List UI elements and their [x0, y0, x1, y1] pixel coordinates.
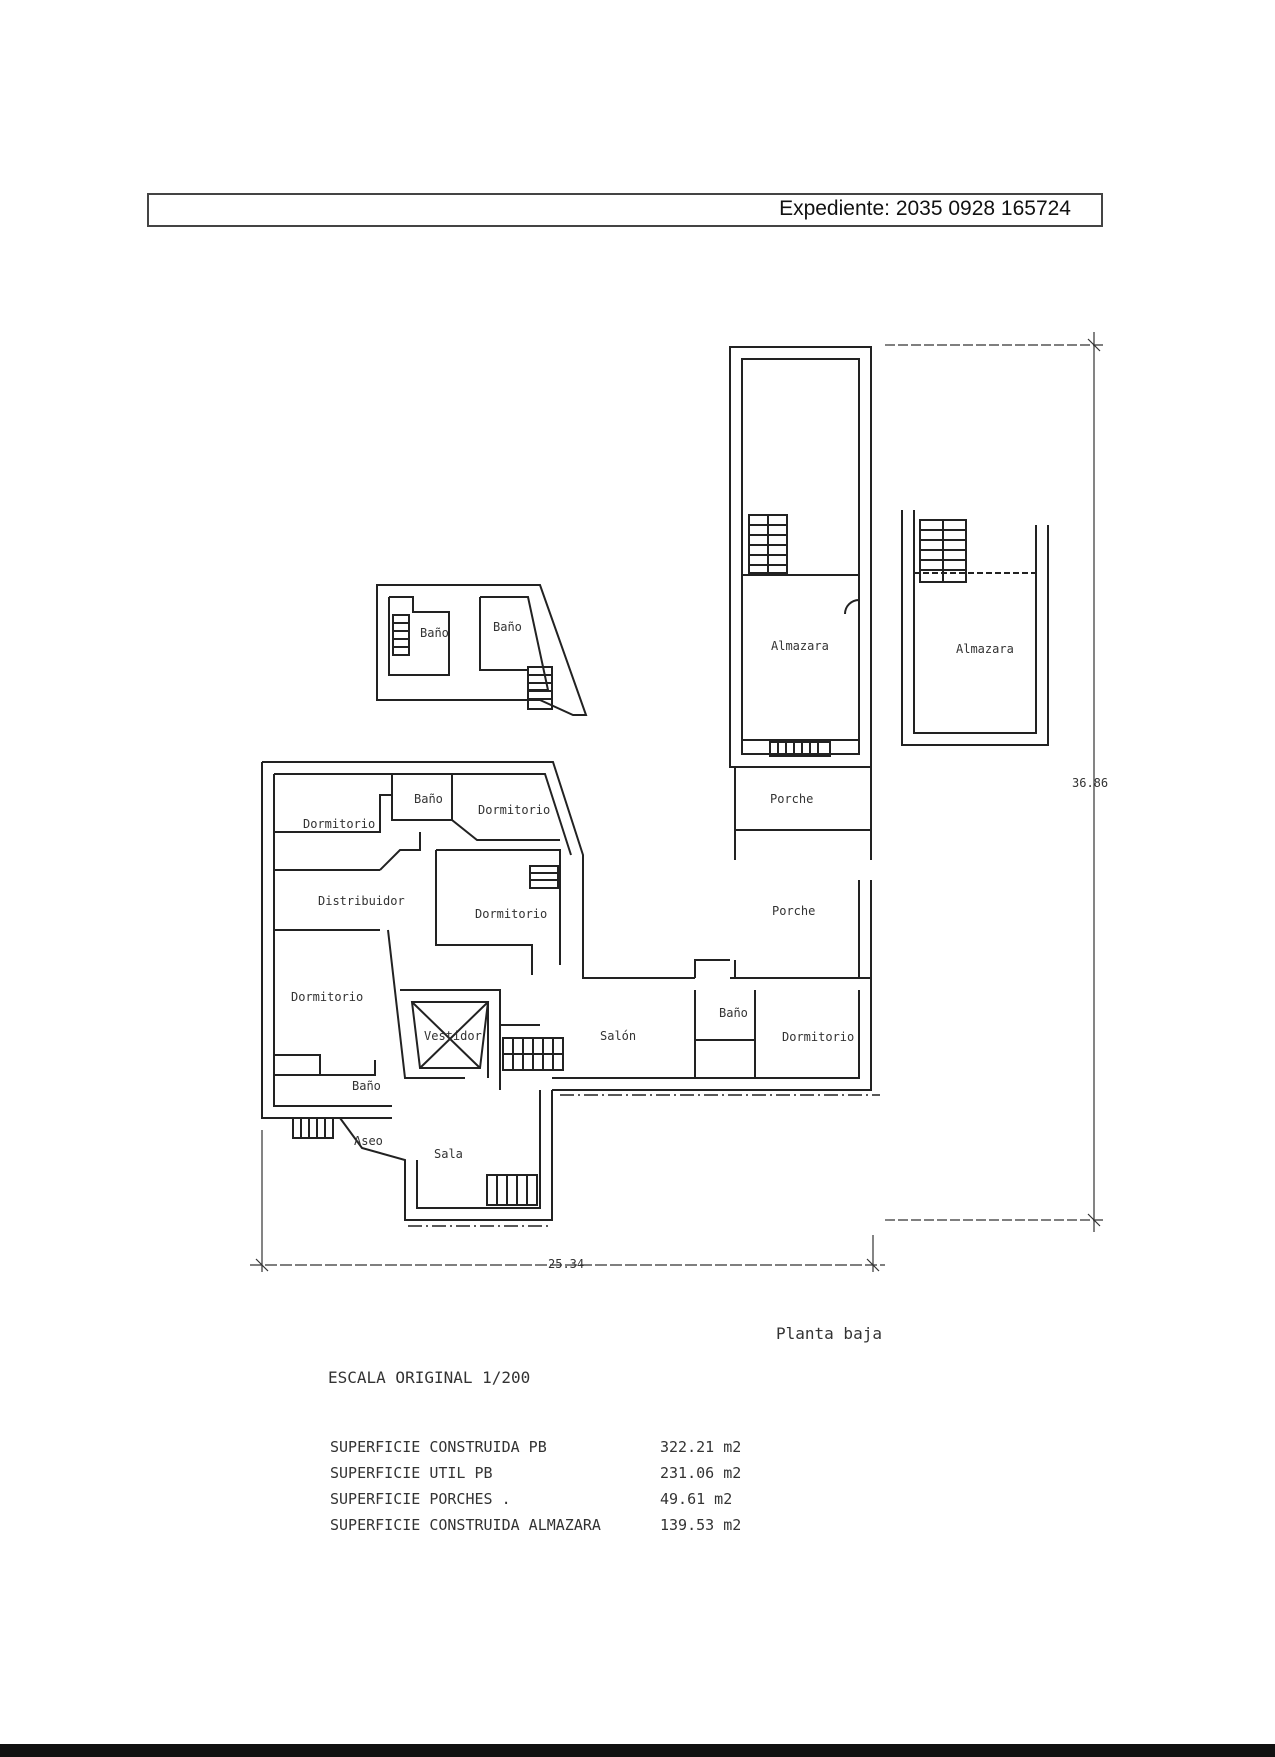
- area-label: SUPERFICIE CONSTRUIDA ALMAZARA: [330, 1516, 601, 1534]
- area-value: 231.06 m2: [660, 1464, 742, 1482]
- annex-banos: [376, 584, 588, 716]
- room-label-dormitorio-c: Dormitorio: [475, 907, 547, 921]
- room-label-dormitorio-e: Dormitorio: [782, 1030, 854, 1044]
- area-label: SUPERFICIE PORCHES .: [330, 1490, 511, 1508]
- stairs-north: [529, 865, 559, 889]
- stairs-almazara-2: [919, 519, 967, 583]
- room-label-aseo: Aseo: [354, 1134, 383, 1148]
- room-label-bano-annex-1: Baño: [420, 626, 449, 640]
- area-row: SUPERFICIE CONSTRUIDA PB 322.21 m2: [330, 1438, 741, 1456]
- stairs-annex-2: [527, 666, 553, 710]
- expediente-number: Expediente: 2035 0928 165724: [779, 197, 1071, 220]
- area-row: SUPERFICIE CONSTRUIDA ALMAZARA 139.53 m2: [330, 1516, 741, 1534]
- original-scale: ESCALA ORIGINAL 1/200: [328, 1368, 531, 1387]
- room-label-bano-n: Baño: [414, 792, 443, 806]
- stairs-main: [502, 1037, 564, 1071]
- expediente-box: Expediente: 2035 0928 165724: [147, 193, 1103, 227]
- stairs-southwest: [292, 1117, 334, 1139]
- room-label-bano-sw: Baño: [352, 1079, 381, 1093]
- room-label-almazara-1: Almazara: [771, 639, 829, 653]
- almazara-building-1: [729, 346, 872, 768]
- room-label-sala: Sala: [434, 1147, 463, 1161]
- stairs-almazara-porch: [769, 741, 831, 757]
- room-label-porche-1: Porche: [770, 792, 813, 806]
- area-value: 139.53 m2: [660, 1516, 742, 1534]
- dimension-height-label: 36.86: [1072, 776, 1108, 790]
- area-value: 49.61 m2: [660, 1490, 733, 1508]
- stairs-sala: [486, 1174, 538, 1206]
- door-almazara-1: [844, 599, 860, 615]
- room-label-porche-2: Porche: [772, 904, 815, 918]
- room-label-bano-e: Baño: [719, 1006, 748, 1020]
- dimension-lines: [250, 332, 1105, 1272]
- room-label-distribuidor: Distribuidor: [318, 894, 405, 908]
- porche-1-outline: [734, 767, 872, 860]
- vestidor-box: [410, 1001, 490, 1069]
- almazara-building-2: [901, 510, 1049, 746]
- room-label-almazara-2: Almazara: [956, 642, 1014, 656]
- floor-name: Planta baja: [776, 1324, 882, 1343]
- dimension-width-label: 25.34: [548, 1257, 584, 1271]
- stairs-almazara-1: [748, 514, 788, 574]
- area-row: SUPERFICIE UTIL PB 231.06 m2: [330, 1464, 741, 1482]
- room-label-salon: Salón: [600, 1029, 636, 1043]
- stairs-annex-1: [392, 614, 410, 656]
- room-label-dormitorio-w: Dormitorio: [291, 990, 363, 1004]
- porche-2-outline: [734, 880, 872, 978]
- area-value: 322.21 m2: [660, 1438, 742, 1456]
- room-label-dormitorio-n: Dormitorio: [478, 803, 550, 817]
- scan-bottom-edge: [0, 1744, 1275, 1757]
- room-label-dormitorio-nw: Dormitorio: [303, 817, 375, 831]
- area-row: SUPERFICIE PORCHES . 49.61 m2: [330, 1490, 732, 1508]
- room-label-bano-annex-2: Baño: [493, 620, 522, 634]
- area-label: SUPERFICIE UTIL PB: [330, 1464, 493, 1482]
- room-label-vestidor: Vestidor: [424, 1029, 482, 1043]
- area-label: SUPERFICIE CONSTRUIDA PB: [330, 1438, 547, 1456]
